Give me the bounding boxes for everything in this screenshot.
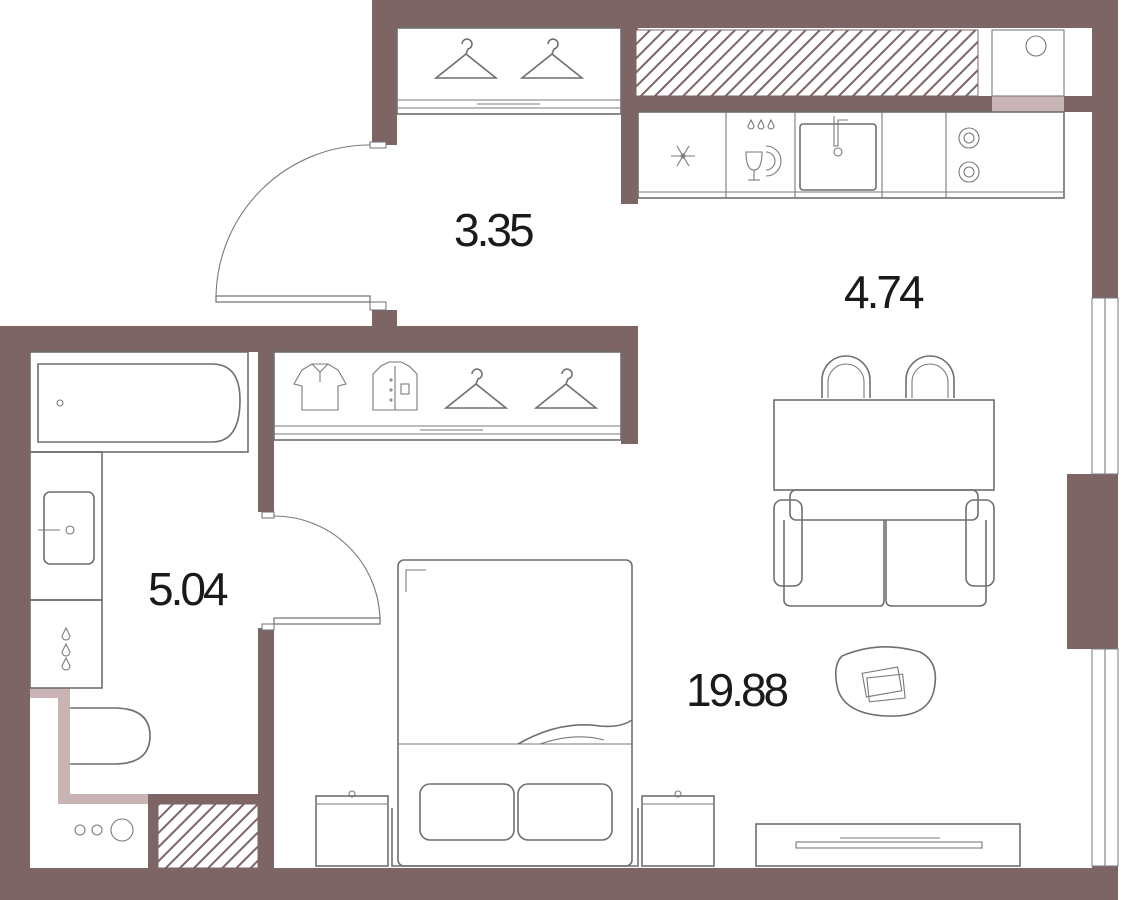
dishwasher-icon [745, 118, 782, 181]
window-upper [1091, 297, 1119, 475]
area-label-kitchen: 4.74 [844, 266, 924, 318]
hanger-icon [433, 38, 499, 79]
nightstand [315, 790, 389, 867]
coffee-table [834, 646, 937, 717]
ventilation-shaft-bottom [157, 803, 259, 869]
window-lower [1091, 648, 1119, 867]
boiler-icon [991, 29, 1065, 97]
pillow [517, 783, 613, 841]
hanger-icon [533, 368, 599, 409]
area-label-hallway: 3.35 [454, 204, 533, 256]
nightstand [641, 790, 715, 867]
bathroom-door [261, 511, 381, 631]
dining-chair [905, 355, 955, 398]
hanger-icon [519, 38, 585, 79]
ventilation-shaft-top [635, 29, 979, 97]
area-label-bathroom: 5.04 [148, 563, 228, 615]
dining-chair [821, 355, 871, 398]
kitchen-counter [637, 111, 1065, 199]
tv-stand [755, 823, 1021, 867]
heater-icon [74, 818, 134, 842]
cooktop-icon [958, 127, 980, 183]
sink-icon [799, 116, 877, 191]
bathtub [29, 351, 249, 453]
washing-machine-icon [29, 599, 103, 689]
bed [391, 559, 639, 867]
area-label-living-room: 19.88 [686, 664, 788, 716]
hanger-icon [443, 368, 509, 409]
pillow [419, 783, 515, 841]
hallway-wardrobe [396, 27, 622, 115]
sofa [773, 489, 995, 607]
shirt-icon [293, 363, 347, 411]
dining-table [773, 399, 995, 491]
fridge-snowflake-icon [671, 145, 695, 167]
washbasin [29, 451, 103, 601]
shirt-icon [372, 361, 418, 411]
entrance-door [215, 141, 387, 311]
bedroom-wardrobe [273, 351, 622, 441]
toilet [70, 707, 151, 765]
